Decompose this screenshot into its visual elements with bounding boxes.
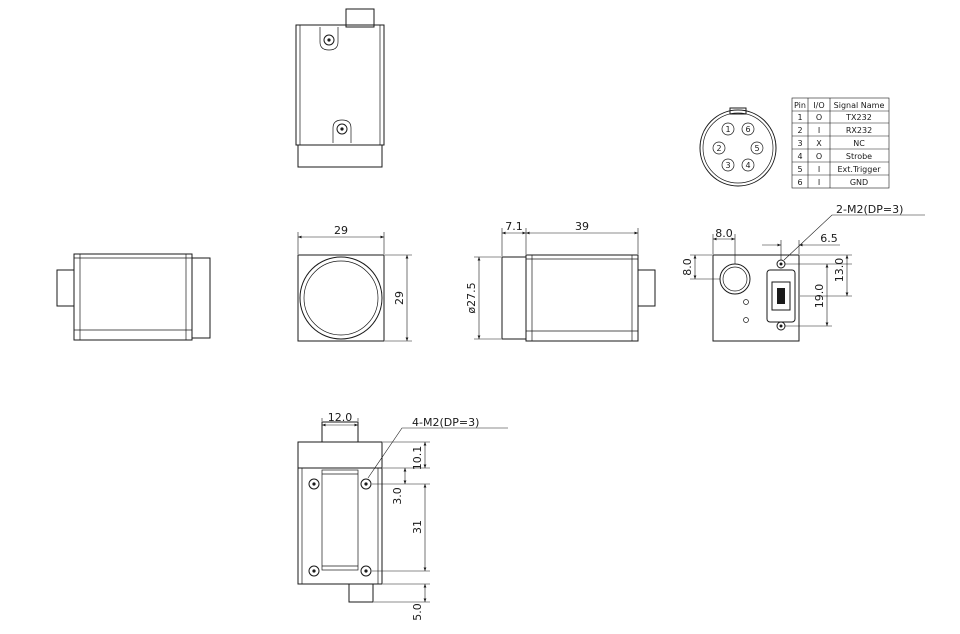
bottom-base-dim: 5.0 [411,603,424,621]
front-view: 29 29 [297,224,412,342]
svg-text:2: 2 [797,126,802,135]
bottom-mid-dim: 3.0 [391,487,404,505]
side-body-dim: 39 [575,220,589,233]
front-height-dim: 29 [393,291,406,305]
connector-pin: 3 [721,158,735,172]
connector-outline [699,109,777,187]
bottom-hole-callout: 4-M2(DP=3) [412,416,479,429]
screw-hole-icon [308,478,320,490]
bottom-view: 12.0 4-M2(DP=3) 10.1 3.0 31 5.0 [297,411,508,621]
bottom-view-mount-plate [321,469,359,571]
svg-text:I: I [818,178,820,187]
left-side-view [56,253,211,341]
table-row: 5 I Ext.Trigger [797,165,881,174]
screw-hole-icon [336,123,348,135]
rear-data-port-inner [771,281,791,311]
bottom-view-connector [348,583,374,603]
left-view-connector [56,269,75,307]
led-indicator-icon [743,299,749,305]
connector-pin: 1 [721,122,735,136]
svg-text:3: 3 [797,139,802,148]
pin-table: Pin I/O Signal Name 1 O TX232 2 I RX232 … [791,97,890,189]
svg-text:6: 6 [745,125,750,134]
bottom-length-dim: 31 [411,520,424,534]
left-view-body [73,253,193,341]
left-view-lens-mount [191,257,211,339]
side-lens-diameter-dim: ø27.5 [465,282,478,313]
svg-text:3: 3 [725,161,730,170]
svg-text:NC: NC [853,139,865,148]
connector-pin: 2 [712,141,726,155]
rear-view-body [712,254,800,342]
top-view-lens-mount [297,144,383,168]
led-indicator-icon [743,317,749,323]
svg-text:O: O [816,152,822,161]
table-row: 6 I GND [797,178,868,187]
table-row: 4 O Strobe [797,152,872,161]
table-row: 3 X NC [797,139,865,148]
bottom-width-dim: 12.0 [328,411,353,424]
connector-pin: 6 [741,122,755,136]
side-flange-dim: 7.1 [505,220,523,233]
front-view-body [297,254,385,342]
screw-hole-icon [360,478,372,490]
table-row: 1 O TX232 [797,113,871,122]
svg-text:Ext.Trigger: Ext.Trigger [837,165,881,174]
connector-key [729,107,747,115]
svg-text:X: X [816,139,822,148]
rear-view: 8.0 8.0 6.5 2-M2(DP=3) 13.0 19.0 [681,203,925,342]
rear-connector-port [719,263,751,295]
svg-text:1: 1 [797,113,802,122]
connector-pin: 5 [750,141,764,155]
front-width-dim: 29 [334,224,348,237]
rear-connector-y-dim: 8.0 [681,258,694,276]
svg-text:1: 1 [725,125,730,134]
table-header: Pin I/O Signal Name [794,101,884,110]
rear-offset-dim: 6.5 [820,232,838,245]
rear-connector-x-dim: 8.0 [715,227,733,240]
connector-pinout: 1 2 3 4 5 6 [699,107,777,187]
svg-text:Strobe: Strobe [846,152,872,161]
top-view-connector [345,8,375,28]
svg-text:I: I [818,126,820,135]
lens-mount-outer [299,256,383,340]
svg-text:Pin: Pin [794,101,806,110]
svg-text:5: 5 [754,144,759,153]
screw-hole-icon [360,565,372,577]
svg-text:5: 5 [797,165,802,174]
screw-hole-icon [323,34,335,46]
side-view-body [525,254,639,342]
bottom-top-dim: 10.1 [411,446,424,471]
svg-text:O: O [816,113,822,122]
svg-text:2: 2 [716,144,721,153]
side-view: 7.1 39 ø27.5 [465,220,656,342]
side-view-connector [637,269,656,307]
bottom-view-front-band [297,441,383,469]
rear-upper-dim: 13.0 [833,258,846,283]
rear-lower-dim: 19.0 [813,284,826,309]
lens-mount-inner [303,260,379,336]
side-view-lens-mount [501,256,527,340]
rear-hole-callout: 2-M2(DP=3) [836,203,903,216]
svg-text:RX232: RX232 [846,126,872,135]
connector-pin: 4 [741,158,755,172]
svg-text:TX232: TX232 [845,113,872,122]
svg-text:GND: GND [850,178,868,187]
svg-text:4: 4 [797,152,802,161]
svg-text:Signal Name: Signal Name [834,101,885,110]
table-row: 2 I RX232 [797,126,872,135]
svg-text:4: 4 [745,161,750,170]
top-view [295,8,385,168]
svg-text:6: 6 [797,178,802,187]
bottom-view-body [297,467,383,585]
svg-text:I: I [818,165,820,174]
screw-hole-icon [308,565,320,577]
top-view-body [295,24,385,146]
svg-text:I/O: I/O [813,101,824,110]
